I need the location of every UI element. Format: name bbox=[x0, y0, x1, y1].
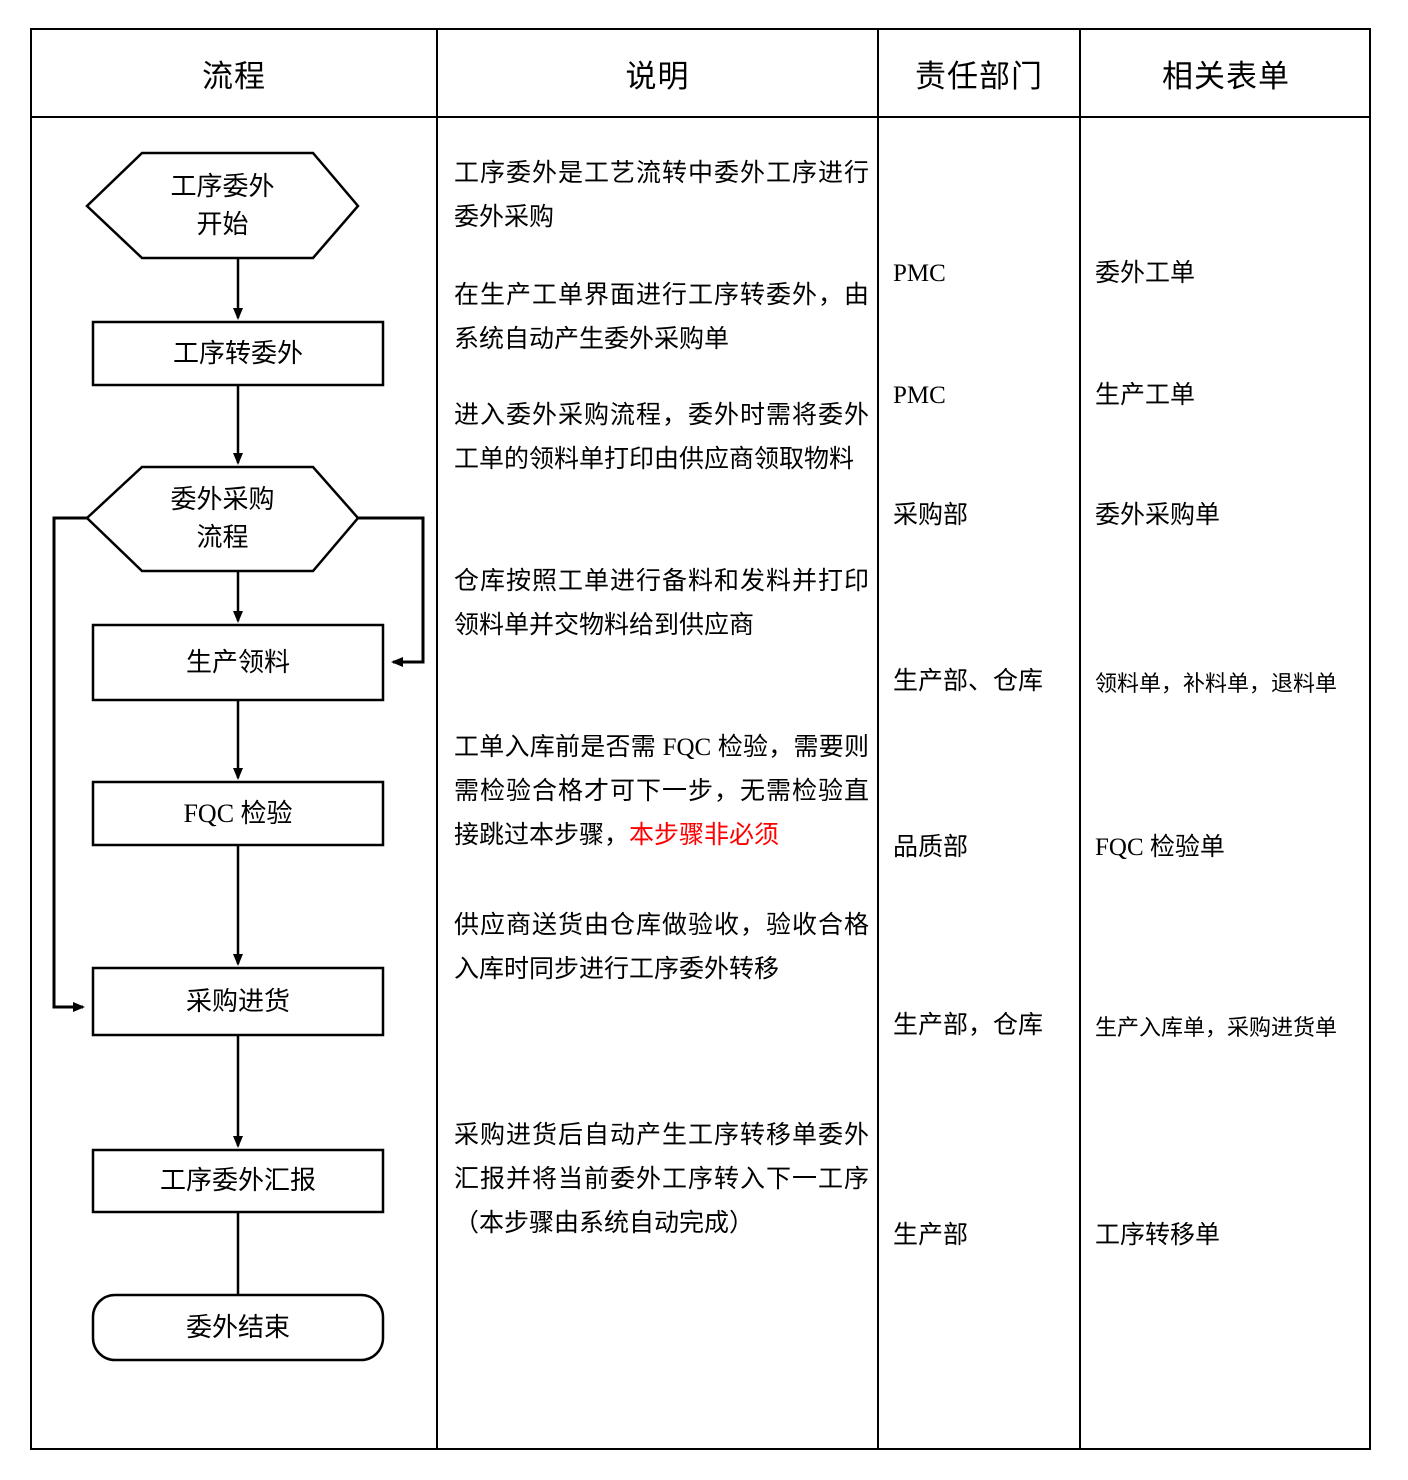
department-row-7: 生产部 bbox=[879, 1214, 1079, 1258]
form-text-3: 委外采购单 bbox=[1095, 502, 1221, 529]
loop-left-to-purchase-receipt bbox=[52, 516, 87, 1012]
loop-right-to-material-issue bbox=[358, 516, 425, 667]
department-row-2: PMC bbox=[879, 374, 1079, 418]
form-row-5: FQC 检验单 bbox=[1081, 826, 1371, 870]
department-text-5: 品质部 bbox=[893, 834, 969, 861]
department-text-7: 生产部 bbox=[893, 1222, 969, 1249]
description-text-3: 进入委外采购流程，委外时需将委外工单的领料单打印由供应商领取物料 bbox=[454, 402, 869, 473]
description-row-1: 工序委外是工艺流转中委外工序进行委外采购 bbox=[438, 152, 877, 240]
department-text-2: PMC bbox=[893, 382, 946, 409]
description-row-5: 工单入库前是否需 FQC 检验，需要则需检验合格才可下一步，无需检验直接跳过本步… bbox=[438, 726, 877, 858]
column-divider-3 bbox=[1079, 30, 1081, 1448]
description-row-3: 进入委外采购流程，委外时需将委外工单的领料单打印由供应商领取物料 bbox=[438, 394, 877, 482]
form-row-1: 委外工单 bbox=[1081, 252, 1371, 296]
description-text-1: 工序委外是工艺流转中委外工序进行委外采购 bbox=[454, 160, 869, 231]
form-text-7: 工序转移单 bbox=[1095, 1222, 1221, 1249]
description-row-6: 供应商送货由仓库做验收，验收合格入库时同步进行工序委外转移 bbox=[438, 904, 877, 992]
description-row-2: 在生产工单界面进行工序转委外，由系统自动产生委外采购单 bbox=[438, 274, 877, 362]
header-department: 责任部门 bbox=[915, 58, 1043, 94]
department-row-6: 生产部，仓库 bbox=[879, 1004, 1079, 1048]
form-text-5: FQC 检验单 bbox=[1095, 834, 1225, 861]
form-row-7: 工序转移单 bbox=[1081, 1214, 1371, 1258]
form-text-4: 领料单，补料单，退料单 bbox=[1095, 671, 1338, 696]
form-row-6: 生产入库单，采购进货单 bbox=[1081, 1006, 1371, 1050]
department-row-5: 品质部 bbox=[879, 826, 1079, 870]
department-text-4: 生产部、仓库 bbox=[893, 668, 1044, 695]
shape-purchase-receipt bbox=[91, 966, 385, 1037]
description-text-5: 工单入库前是否需 FQC 检验，需要则需检验合格才可下一步，无需检验直接跳过本步… bbox=[454, 734, 869, 849]
form-row-2: 生产工单 bbox=[1081, 374, 1371, 418]
shape-outsource-report bbox=[91, 1148, 385, 1214]
form-row-4: 领料单，补料单，退料单 bbox=[1081, 662, 1371, 706]
shape-process-outsource-transfer bbox=[91, 320, 385, 387]
header-row-divider bbox=[32, 116, 1369, 118]
description-text-4: 仓库按照工单进行备料和发料并打印领料单并交物料给到供应商 bbox=[454, 568, 869, 639]
form-text-1: 委外工单 bbox=[1095, 260, 1196, 287]
department-row-4: 生产部、仓库 bbox=[879, 660, 1079, 704]
flowchart-diagram: 工序委外 开始 工序转委外 委外采购 流程 生产领料 FQC 检验 采购进货 工… bbox=[32, 116, 436, 1450]
description-highlight-5: 本步骤非必须 bbox=[629, 822, 780, 849]
description-row-7: 采购进货后自动产生工序转移单委外汇报并将当前委外工序转入下一工序（本步骤由系统自… bbox=[438, 1114, 877, 1246]
department-row-1: PMC bbox=[879, 252, 1079, 296]
description-text-2: 在生产工单界面进行工序转委外，由系统自动产生委外采购单 bbox=[454, 282, 869, 353]
shape-fqc-inspection bbox=[91, 780, 385, 847]
form-text-2: 生产工单 bbox=[1095, 382, 1196, 409]
process-table: 流程 说明 责任部门 相关表单 bbox=[30, 28, 1371, 1450]
column-divider-2 bbox=[877, 30, 879, 1448]
shape-start-hexagon bbox=[85, 151, 360, 260]
flowchart-svg bbox=[52, 151, 425, 1362]
header-description: 说明 bbox=[625, 58, 690, 94]
shape-outsource-purchase-hexagon bbox=[85, 465, 360, 573]
column-divider-1 bbox=[436, 30, 438, 1448]
header-flow: 流程 bbox=[202, 58, 266, 94]
department-row-3: 采购部 bbox=[879, 494, 1079, 538]
description-row-4: 仓库按照工单进行备料和发料并打印领料单并交物料给到供应商 bbox=[438, 560, 877, 648]
description-text-7: 采购进货后自动产生工序转移单委外汇报并将当前委外工序转入下一工序（本步骤由系统自… bbox=[454, 1122, 869, 1237]
department-text-1: PMC bbox=[893, 260, 946, 287]
form-row-3: 委外采购单 bbox=[1081, 494, 1371, 538]
department-text-6: 生产部，仓库 bbox=[893, 1012, 1044, 1039]
form-text-6: 生产入库单，采购进货单 bbox=[1095, 1015, 1338, 1040]
department-text-3: 采购部 bbox=[893, 502, 969, 529]
header-form: 相关表单 bbox=[1162, 58, 1290, 94]
description-text-6: 供应商送货由仓库做验收，验收合格入库时同步进行工序委外转移 bbox=[454, 912, 869, 983]
shape-production-material-issue bbox=[91, 623, 385, 702]
shape-outsource-end bbox=[91, 1293, 385, 1362]
